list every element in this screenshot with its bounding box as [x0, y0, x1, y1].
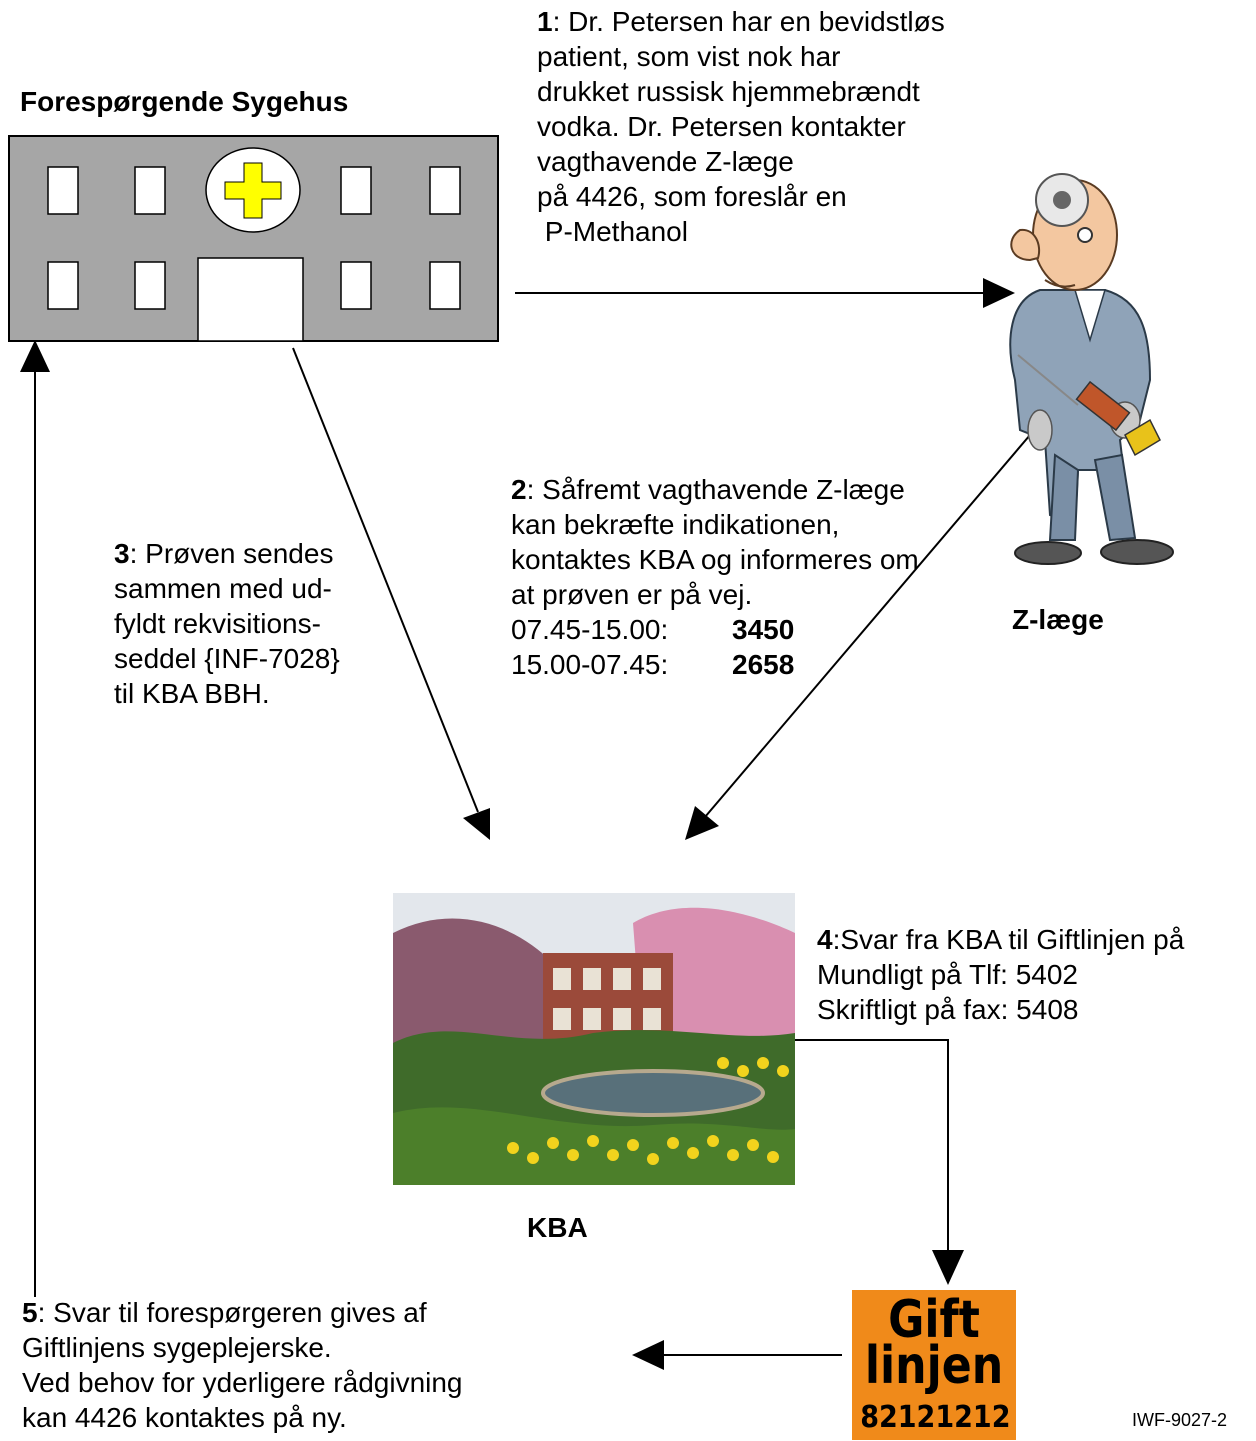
- arrowhead-reply: [632, 1340, 664, 1370]
- step5-line: : Svar til forespørgeren gives af: [37, 1297, 427, 1328]
- arrowhead-hospital: [20, 340, 50, 372]
- step3-line: seddel {INF-7028}: [114, 643, 340, 674]
- doctor-illustration: [1009, 173, 1174, 565]
- step5-line: kan 4426 kontaktes på ny.: [22, 1402, 347, 1433]
- hospital-building-icon: [8, 135, 499, 342]
- step3-number: 3: [114, 538, 130, 569]
- step1-line: på 4426, som foreslår en: [537, 181, 847, 212]
- step1-line: drukket russisk hjemmebrændt: [537, 76, 920, 107]
- step2-phone1: 3450: [732, 614, 795, 645]
- step5-text: 5: Svar til forespørgeren gives af Giftl…: [22, 1295, 463, 1435]
- step1-number: 1: [537, 6, 553, 37]
- kba-label: KBA: [527, 1212, 588, 1243]
- arrowhead-kba-left: [463, 808, 490, 840]
- step3-line: fyldt rekvisitions-: [114, 608, 321, 639]
- step2-phone2: 2658: [732, 649, 795, 680]
- arrow-hospital-to-kba: [292, 347, 479, 813]
- step1-text: 1: Dr. Petersen har en bevidstløs patien…: [537, 4, 945, 249]
- step3-line: til KBA BBH.: [114, 678, 270, 709]
- document-reference: IWF-9027-2: [1132, 1410, 1228, 1430]
- step1-line: vagthavende Z-læge: [537, 146, 794, 177]
- step3-line: sammen med ud-: [114, 573, 332, 604]
- step5-number: 5: [22, 1297, 38, 1328]
- giftlinjen-logo: Gift linjen 82121212: [852, 1290, 1016, 1440]
- kba-photo: [393, 893, 795, 1185]
- doctor-label: Z-læge: [1012, 604, 1104, 635]
- step5-line: Ved behov for yderligere rådgivning: [22, 1367, 463, 1398]
- step5-line: Giftlinjens sygeplejerske.: [22, 1332, 332, 1363]
- step4-number: 4: [817, 924, 833, 955]
- arrowhead-giftlinjen: [932, 1250, 964, 1285]
- arrowhead-doctor: [983, 278, 1015, 308]
- step3-line: : Prøven sendes: [129, 538, 334, 569]
- step3-text: 3: Prøven sendes sammen med ud- fyldt re…: [114, 536, 340, 711]
- step1-line: vodka. Dr. Petersen kontakter: [537, 111, 906, 142]
- arrow-doctor-to-kba: [704, 434, 1031, 818]
- step2-line: kontaktes KBA og informeres om: [511, 544, 919, 575]
- step4-line: Skriftligt på fax: 5408: [817, 994, 1079, 1025]
- step1-line: P-Methanol: [537, 216, 688, 247]
- step2-line: : Såfremt vagthavende Z-læge: [526, 474, 905, 505]
- giftlinjen-logo-line2: linjen: [864, 1336, 1004, 1396]
- step2-line: kan bekræfte indikationen,: [511, 509, 840, 540]
- arrowhead-kba-right: [685, 806, 719, 840]
- step4-text: 4:Svar fra KBA til Giftlinjen på Mundlig…: [817, 922, 1184, 1027]
- step2-line: at prøven er på vej.: [511, 579, 753, 610]
- step1-line: patient, som vist nok har: [537, 41, 841, 72]
- step2-number: 2: [511, 474, 527, 505]
- arrow-kba-to-giftlinjen: [795, 1039, 949, 1252]
- hospital-title: Forespørgende Sygehus: [20, 86, 349, 117]
- syringe-icon: [1017, 354, 1079, 406]
- step4-line: :Svar fra KBA til Giftlinjen på: [832, 924, 1185, 955]
- step1-line: : Dr. Petersen har en bevidstløs: [552, 6, 945, 37]
- giftlinjen-logo-line1: Gift: [888, 1290, 980, 1350]
- step2-time1: 07.45-15.00:: [511, 614, 669, 645]
- step4-line: Mundligt på Tlf: 5402: [817, 959, 1078, 990]
- step2-text: 2: Såfremt vagthavende Z-læge kan bekræf…: [511, 472, 919, 612]
- red-cross-icon: [224, 162, 282, 219]
- step2-time2: 15.00-07.45:: [511, 649, 669, 680]
- giftlinjen-logo-number: 82121212: [860, 1400, 1011, 1435]
